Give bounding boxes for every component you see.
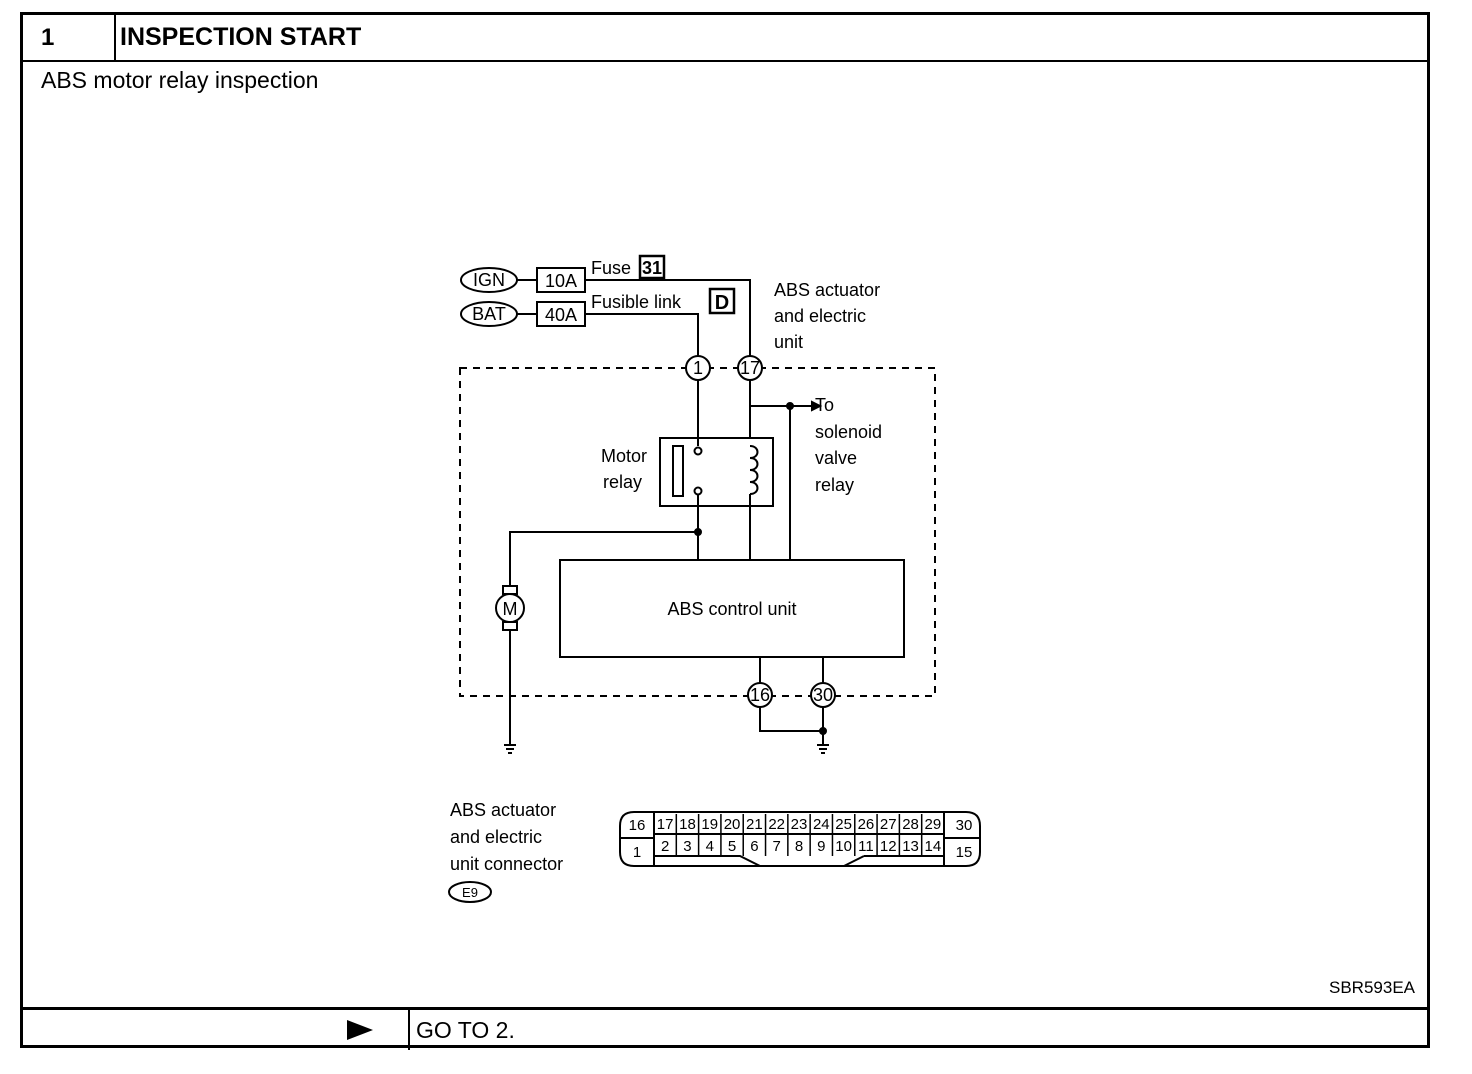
connector-pin-20: 20 [724,816,741,833]
solenoid-label-2: solenoid [815,422,882,442]
connector-pin-24: 24 [813,816,830,833]
connector-pin-26: 26 [858,816,875,833]
inspection-table: 1 INSPECTION START ABS motor relay inspe… [20,12,1430,1050]
relay-coil [749,445,759,495]
connector-pin-18: 18 [679,816,696,833]
connector-label-line-3: unit connector [450,854,563,874]
result-row: GO TO 2. [23,1007,1427,1050]
connector-pin-8: 8 [795,838,803,855]
connector-pin-2: 2 [661,838,669,855]
connector-pin-16: 16 [629,817,646,834]
relay-contact-bar [672,445,684,497]
connector-label-line-2: and electric [450,827,542,847]
connector-pin-25: 25 [835,816,852,833]
connector-pin-1: 1 [633,844,641,861]
solenoid-label-4: relay [815,475,854,495]
connector-pin-30: 30 [956,817,973,834]
connector-face [619,811,981,867]
unit-label-line-1: ABS actuator [774,280,880,300]
motor-symbol: M [503,599,518,619]
connector-pin-22: 22 [768,816,785,833]
connector-pin-17: 17 [657,816,674,833]
connector-pin-6: 6 [750,838,758,855]
step-header: 1 INSPECTION START [23,15,1427,62]
motor-relay-label-2: relay [603,472,642,492]
inspection-subtitle: ABS motor relay inspection [41,67,319,93]
connector-pin-21: 21 [746,816,763,833]
bat-label: BAT [472,304,506,324]
step-title: INSPECTION START [120,23,362,51]
motor-relay-label-1: Motor [601,446,647,466]
connector-pin-7: 7 [773,838,781,855]
connector-pin-10: 10 [835,838,852,855]
play-arrow-icon[interactable] [345,1018,375,1042]
ign-label: IGN [473,270,505,290]
fuse-10a-label: 10A [545,271,577,291]
connector-pin-28: 28 [902,816,919,833]
terminal-30-label: 30 [813,685,833,705]
motor-bottom-tab [502,621,518,631]
solenoid-label-3: valve [815,448,857,468]
connector-pin-9: 9 [817,838,825,855]
figure-code: SBR593EA [1329,978,1415,997]
connector-pin-23: 23 [791,816,808,833]
unit-label-line-3: unit [774,332,803,352]
terminal-16-label: 16 [750,685,770,705]
fusible-link-letter: D [715,292,729,314]
connector-id-badge [448,881,492,903]
motor-relay [659,437,774,507]
connector-pin-13: 13 [902,838,919,855]
motor-top-tab [502,585,518,595]
fuse-label: Fuse [591,258,631,278]
terminal-1-label: 1 [693,358,703,378]
connector-pin-12: 12 [880,838,897,855]
connector-id: E9 [462,885,478,900]
solenoid-label-1: To [815,395,834,415]
connector-pin-3: 3 [683,838,691,855]
fuse-number-box [638,254,666,280]
control-unit-label: ABS control unit [667,599,796,619]
fusible-link-box [708,287,736,315]
result-cell [23,1010,410,1050]
fuse-40a-label: 40A [545,305,577,325]
connector-pin-29: 29 [925,816,942,833]
connector-pin-5: 5 [728,838,736,855]
fuse-number: 31 [642,258,662,278]
step-number: 1 [23,15,116,60]
connector-pin-11: 11 [858,838,874,855]
connector-label-line-1: ABS actuator [450,800,556,820]
connector-pin-27: 27 [880,816,897,833]
abs-control-unit [559,559,905,658]
connector-pin-19: 19 [701,816,718,833]
go-to-step-link[interactable]: GO TO 2. [416,1017,515,1043]
connector-pin-15: 15 [956,844,973,861]
fusible-link-label: Fusible link [591,292,682,312]
terminal-17-label: 17 [740,358,760,378]
unit-label-line-2: and electric [774,306,866,326]
connector-pin-4: 4 [706,838,714,855]
connector-pin-14: 14 [925,838,942,855]
